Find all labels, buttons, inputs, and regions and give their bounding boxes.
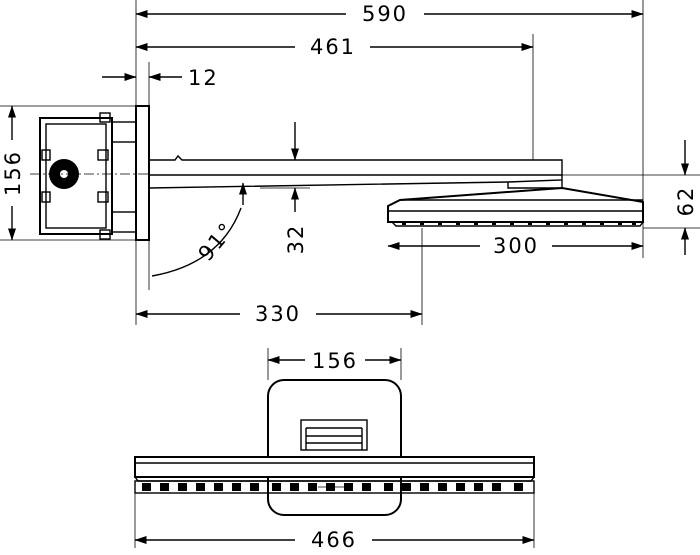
shower-head-front [134, 456, 535, 494]
dim-head-width-front: 466 [134, 528, 535, 552]
wall-box [30, 112, 148, 240]
dim-total-length: 590 [135, 2, 644, 26]
dim-head-width-side: 300 [387, 234, 644, 258]
label-head-projection: 330 [255, 302, 301, 326]
label-head-height: 62 [674, 186, 698, 217]
label-plate-width: 156 [312, 349, 358, 373]
dim-plate-width: 156 [267, 349, 402, 373]
wall-plate [135, 105, 150, 241]
dim-arm-height: 32 [284, 122, 308, 254]
label-head-width-side: 300 [493, 234, 539, 258]
label-arm-height: 32 [284, 224, 308, 255]
dim-wall-plate: 12 [102, 66, 219, 90]
dim-head-projection: 330 [135, 302, 423, 326]
arm-connector-front [300, 419, 368, 451]
label-head-width-front: 466 [311, 528, 357, 552]
shower-head-side [387, 186, 644, 227]
label-wall-plate: 12 [188, 66, 219, 90]
shower-arm [148, 154, 563, 189]
wall-plate-front [267, 379, 402, 516]
dim-angle: 91° [151, 182, 247, 277]
dim-arm-length: 461 [135, 35, 534, 59]
label-total-length: 590 [362, 2, 408, 26]
dim-head-height: 62 [674, 140, 698, 255]
label-mount-height: 156 [1, 150, 25, 196]
dim-mount-height: 156 [1, 105, 25, 241]
nozzle-row-side [402, 222, 636, 225]
front-view: 156 466 [134, 348, 535, 552]
side-view: 590 461 12 156 32 91 [0, 0, 700, 326]
label-arm-length: 461 [310, 35, 356, 59]
